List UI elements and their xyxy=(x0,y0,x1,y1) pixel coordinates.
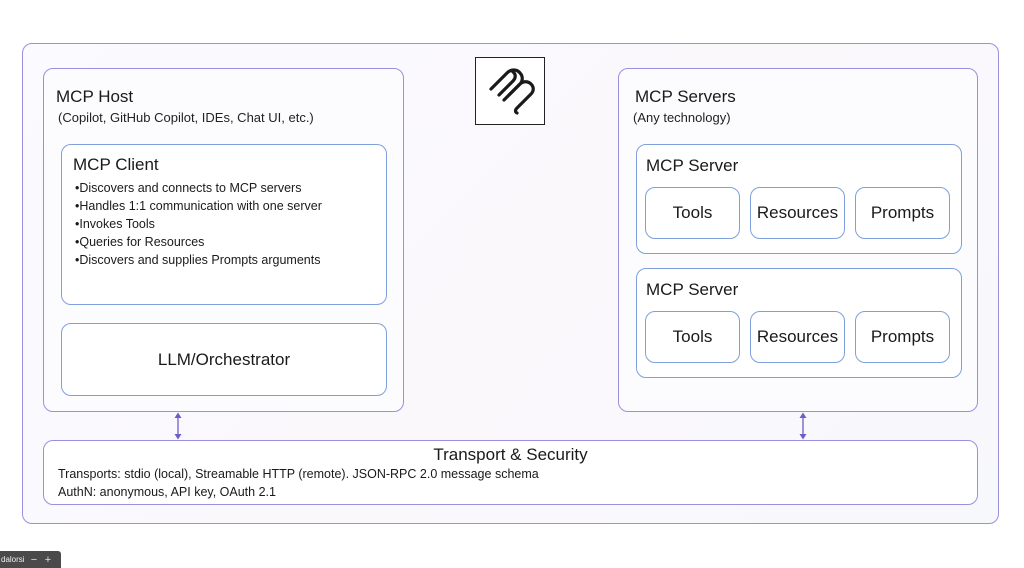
mcp-logo xyxy=(475,57,545,125)
mcp-server-box: MCP Server Tools Resources Prompts xyxy=(636,144,962,254)
mcp-server-title: MCP Server xyxy=(646,156,739,175)
llm-orchestrator-box: LLM/Orchestrator xyxy=(61,323,387,396)
resources-pill: Resources xyxy=(750,311,845,363)
list-item: •Handles 1:1 communication with one serv… xyxy=(75,199,322,213)
bidirectional-arrow-icon xyxy=(174,412,182,440)
mcp-client-box: MCP Client •Discovers and connects to MC… xyxy=(61,144,387,305)
mcp-host-subtitle: (Copilot, GitHub Copilot, IDEs, Chat UI,… xyxy=(58,110,314,125)
plus-icon[interactable]: + xyxy=(44,553,52,566)
tab-label[interactable]: dalorsi xyxy=(1,555,25,564)
mcp-host-title: MCP Host xyxy=(56,87,134,106)
prompts-pill: Prompts xyxy=(855,311,950,363)
prompts-pill: Prompts xyxy=(855,187,950,239)
bidirectional-arrow-icon xyxy=(799,412,807,440)
transport-security-title: Transport & Security xyxy=(433,445,588,464)
resources-pill: Resources xyxy=(750,187,845,239)
list-item: •Queries for Resources xyxy=(75,235,205,249)
transport-line: Transports: stdio (local), Streamable HT… xyxy=(58,467,539,481)
mcp-logo-icon xyxy=(489,68,535,115)
mcp-servers-title: MCP Servers xyxy=(635,87,736,106)
mcp-client-bullets: •Discovers and connects to MCP servers •… xyxy=(75,179,322,269)
tools-pill: Tools xyxy=(645,311,740,363)
minus-icon[interactable]: − xyxy=(30,553,38,566)
mcp-server-title: MCP Server xyxy=(646,280,739,299)
list-item: •Invokes Tools xyxy=(75,217,155,231)
mcp-client-title: MCP Client xyxy=(73,155,159,174)
transport-security-box: Transport & Security Transports: stdio (… xyxy=(43,440,978,505)
auth-line: AuthN: anonymous, API key, OAuth 2.1 xyxy=(58,485,276,499)
tools-pill: Tools xyxy=(645,187,740,239)
list-item: •Discovers and supplies Prompts argument… xyxy=(75,253,321,267)
mcp-servers-subtitle: (Any technology) xyxy=(633,110,731,125)
llm-orchestrator-label: LLM/Orchestrator xyxy=(157,349,291,369)
mcp-server-box: MCP Server Tools Resources Prompts xyxy=(636,268,962,378)
list-item: •Discovers and connects to MCP servers xyxy=(75,181,302,195)
tab-strip: dalorsi − + xyxy=(0,551,61,568)
